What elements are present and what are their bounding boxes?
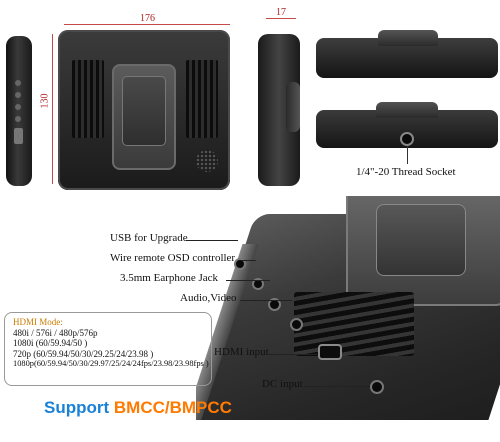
usb-leader-line <box>186 240 238 241</box>
width-dimension-label: 176 <box>140 13 155 24</box>
monitor-perspective-photo <box>196 196 500 420</box>
hdmi-mode-line: 720p (60/59.94/50/30/29.25/24/23.98 ) <box>13 348 154 359</box>
monitor-left-side-view <box>6 36 32 186</box>
mount-knob <box>286 82 300 132</box>
battery-plate <box>112 64 176 170</box>
port-dot <box>15 116 21 122</box>
dc-input-label: DC input <box>262 378 303 390</box>
monitor-top-view <box>316 30 498 78</box>
hdmi-input-label: HDMI input <box>214 346 269 358</box>
hdmi-mode-line: 1080i (60/59.94/50 ) <box>13 338 88 348</box>
monitor-bottom-view <box>316 102 498 148</box>
hdmi-mode-title: HDMI Mode: <box>13 317 63 327</box>
vent-grille <box>72 60 104 138</box>
hdmi-port-icon <box>320 346 340 358</box>
port-dot <box>15 92 21 98</box>
speaker-grille-icon <box>196 150 218 172</box>
port-dot <box>15 80 21 86</box>
depth-dimension-line <box>266 18 296 19</box>
hdmi-mode-box: HDMI Mode: 480i / 576i / 480p/576p 1080i… <box>4 312 212 386</box>
dc-jack-icon <box>372 382 382 392</box>
audio-video-label: Audio,Video <box>180 292 237 304</box>
earphone-jack-icon <box>270 300 279 309</box>
hdmi-mode-line: 480i / 576i / 480p/576p <box>13 327 98 338</box>
osd-label: Wire remote OSD controller <box>110 252 236 264</box>
mount-bump <box>378 30 438 46</box>
dc-leader-line <box>304 386 370 387</box>
usb-label: USB for Upgrade <box>110 232 188 244</box>
port-dot <box>15 104 21 110</box>
vent-grille <box>186 60 218 138</box>
support-banner: Support BMCC/BMPCC <box>44 398 232 418</box>
earphone-leader-line <box>226 280 270 281</box>
socket-leader-line <box>407 146 408 164</box>
thread-socket-icon <box>402 134 412 144</box>
height-dimension-label: 130 <box>39 93 51 109</box>
battery-mount-recess <box>376 204 466 276</box>
battery-mount <box>346 196 500 306</box>
av-jack-icon <box>292 320 301 329</box>
osd-port-icon <box>254 280 262 288</box>
support-prefix: Support <box>44 398 110 417</box>
mount-bump <box>376 102 438 118</box>
earphone-label: 3.5mm Earphone Jack <box>120 272 219 284</box>
battery-plate-recess <box>122 76 166 146</box>
usb-port-icon <box>236 260 244 268</box>
hdmi-leader-line <box>268 354 318 355</box>
width-dimension-line <box>64 24 230 25</box>
av-leader-line <box>240 300 292 301</box>
support-brands: BMCC/BMPCC <box>113 398 232 417</box>
osd-leader-line <box>242 260 256 261</box>
monitor-back-view <box>58 30 230 190</box>
depth-dimension-label: 17 <box>276 7 286 18</box>
height-dimension-line <box>52 34 53 184</box>
thread-socket-label: 1/4"-20 Thread Socket <box>356 166 456 178</box>
monitor-right-side-view <box>258 34 300 186</box>
vent-grille <box>294 292 414 356</box>
hdmi-port-icon <box>14 128 23 144</box>
hdmi-mode-line: 1080p(60/59.94/50/30/29.97/25/24/24fps/2… <box>13 359 209 368</box>
